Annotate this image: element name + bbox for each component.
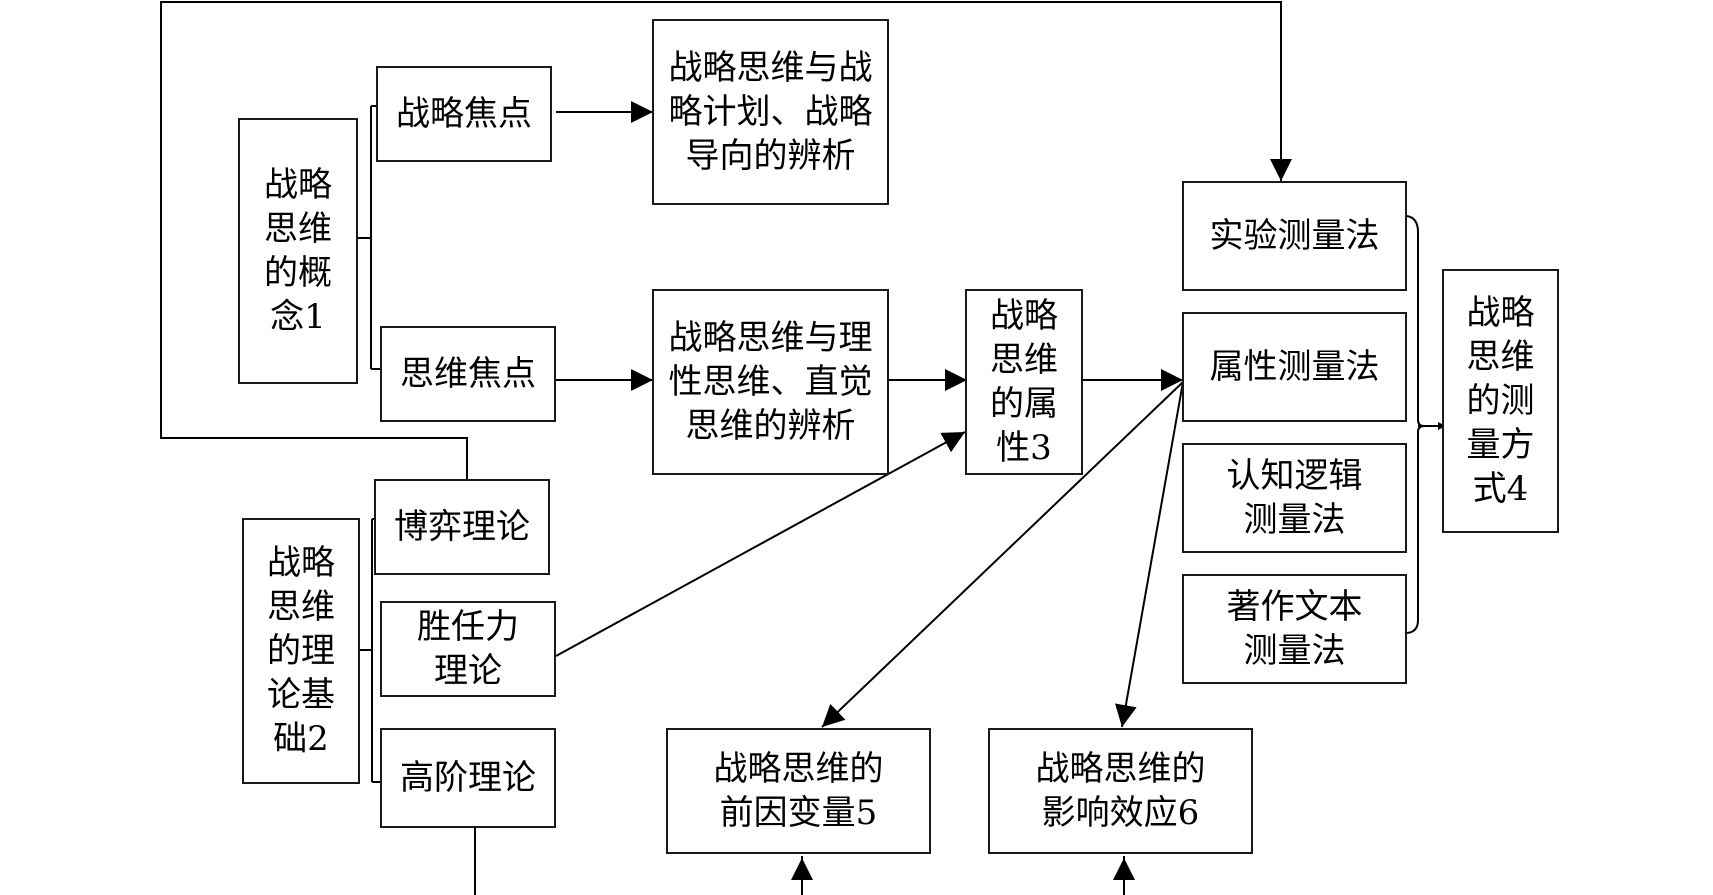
effects-node: 战略思维的 影响效应6 <box>988 728 1253 854</box>
thinking-focus-node: 思维焦点 <box>380 326 556 422</box>
attributes-node: 战略 思维 的属 性3 <box>965 289 1083 475</box>
game-theory-node: 博弈理论 <box>374 479 550 575</box>
attribute-measure-label: 属性测量法 <box>1209 347 1380 387</box>
concept-label: 战略 思维 的概 念1 <box>264 165 332 337</box>
theory-basis-node: 战略 思维 的理 论基 础2 <box>242 518 360 784</box>
experimental-node: 实验测量法 <box>1182 181 1407 291</box>
rational-intuitive-label: 战略思维与理 性思维、直觉 思维的辨析 <box>668 318 873 446</box>
competency-theory-label: 胜任力 理论 <box>417 607 519 691</box>
upper-echelons-node: 高阶理论 <box>380 728 556 828</box>
plan-orientation-label: 战略思维与战 略计划、战略 导向的辨析 <box>668 48 873 176</box>
edge-game-theory-to-experimental <box>160 1 1292 481</box>
text-measure-node: 著作文本 测量法 <box>1182 574 1407 684</box>
antecedents-node: 战略思维的 前因变量5 <box>666 728 931 854</box>
upper-echelons-label: 高阶理论 <box>400 758 536 798</box>
concept-bracket <box>358 105 381 370</box>
edge-competency-to-attributes <box>555 431 966 657</box>
competency-theory-node: 胜任力 理论 <box>380 601 556 697</box>
experimental-label: 实验测量法 <box>1209 216 1380 256</box>
attributes-label: 战略 思维 的属 性3 <box>990 296 1058 468</box>
plan-orientation-node: 战略思维与战 略计划、战略 导向的辨析 <box>652 19 889 205</box>
theory-basis-label: 战略 思维 的理 论基 础2 <box>267 543 335 759</box>
measurement-brace <box>1406 215 1444 634</box>
measurement-node: 战略 思维 的测 量方 式4 <box>1442 269 1559 533</box>
edge-attribute-measure-to-antecedents <box>821 381 1184 728</box>
cognitive-logic-node: 认知逻辑 测量法 <box>1182 443 1407 553</box>
antecedents-label: 战略思维的 前因变量5 <box>713 749 884 833</box>
attribute-measure-node: 属性测量法 <box>1182 312 1407 422</box>
rational-intuitive-node: 战略思维与理 性思维、直觉 思维的辨析 <box>652 289 889 475</box>
cognitive-logic-label: 认知逻辑 测量法 <box>1226 456 1363 540</box>
strategic-focus-node: 战略焦点 <box>376 66 552 162</box>
thinking-focus-label: 思维焦点 <box>400 354 536 394</box>
theory-bracket <box>360 518 381 783</box>
concept-node: 战略 思维 的概 念1 <box>238 118 358 384</box>
game-theory-label: 博弈理论 <box>394 507 530 547</box>
text-measure-label: 著作文本 测量法 <box>1226 587 1363 671</box>
edge-attribute-measure-to-effects <box>1114 381 1184 728</box>
measurement-label: 战略 思维 的测 量方 式4 <box>1466 293 1535 509</box>
strategic-focus-label: 战略焦点 <box>396 94 532 134</box>
effects-label: 战略思维的 影响效应6 <box>1035 749 1206 833</box>
